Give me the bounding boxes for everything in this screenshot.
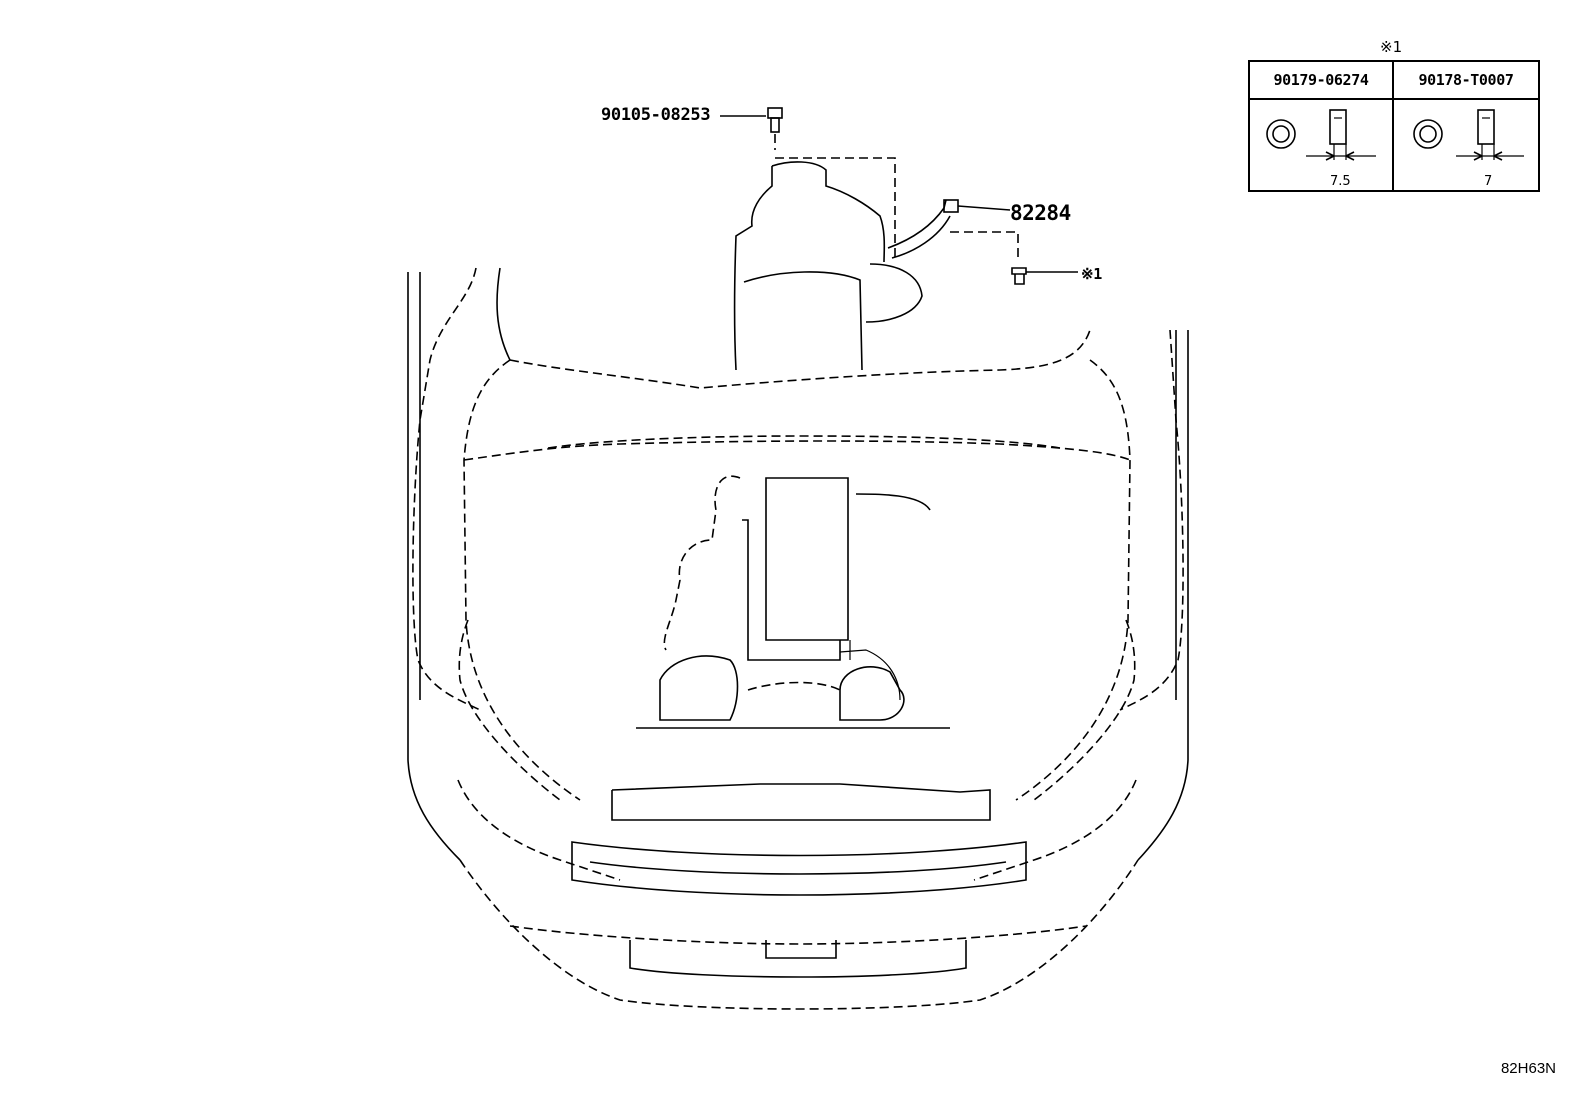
nut-part-number-b: 90178-T0007 xyxy=(1394,62,1538,100)
bolt-icon xyxy=(720,107,896,258)
bolt-part-number: 90105-08253 xyxy=(601,105,711,125)
nut-reference-mark: ※1 xyxy=(1081,265,1102,283)
nut-part-number-a: 90179-06274 xyxy=(1250,62,1394,100)
harness-part-number: 82284 xyxy=(1010,201,1071,225)
diagram-code: 82H63N xyxy=(1500,1060,1556,1077)
harness-assembly xyxy=(733,161,1011,371)
engine-bay-sketch xyxy=(636,475,950,729)
table-divider xyxy=(1392,98,1394,192)
table-reference-mark: ※1 xyxy=(1380,38,1403,56)
nut-table-drawings xyxy=(1266,109,1524,161)
nut-dimension-b: 7 xyxy=(1484,174,1493,189)
nut-icon xyxy=(950,231,1078,285)
vehicle-front-outline xyxy=(407,267,1189,1010)
nut-spec-table: 90179-06274 90178-T0007 7.5 7 xyxy=(1248,60,1540,192)
nut-dimension-a: 7.5 xyxy=(1330,174,1351,189)
